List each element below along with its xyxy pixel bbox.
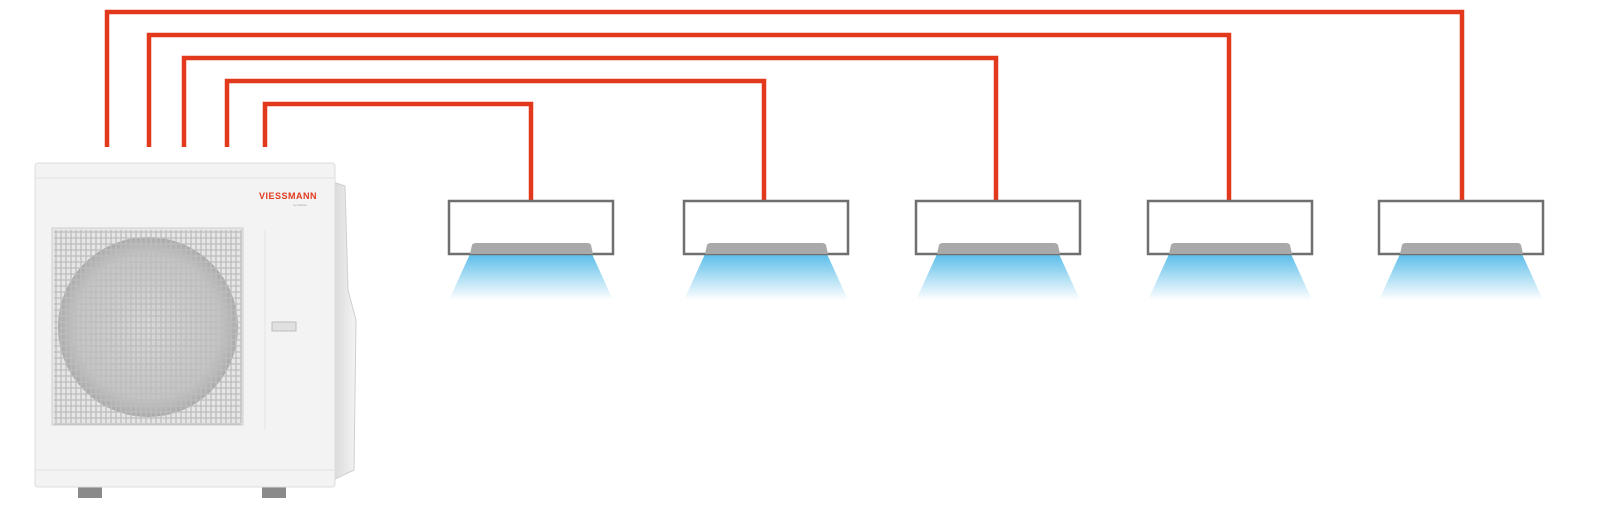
svg-text:by Carrier: by Carrier — [293, 203, 306, 207]
indoor-unit-5 — [1377, 199, 1545, 300]
brand-logo: VIESSMANN by Carrier — [259, 191, 317, 207]
outdoor-unit: VIESSMANN by Carrier — [34, 162, 357, 498]
refrigerant-pipes — [104, 9, 1465, 201]
pipe-5 — [262, 101, 534, 201]
air-vent — [1400, 243, 1523, 254]
indoor-unit-2 — [682, 199, 850, 300]
pipe-4 — [224, 78, 767, 201]
air-vent — [1169, 243, 1292, 254]
airflow — [1148, 254, 1312, 300]
side-panel — [332, 181, 357, 481]
svg-text:VIESSMANN: VIESSMANN — [259, 191, 317, 201]
fan-grille — [54, 230, 242, 425]
airflow — [1379, 254, 1543, 300]
indoor-unit-1 — [447, 199, 615, 300]
pipe-3 — [181, 55, 999, 201]
airflow — [916, 254, 1080, 300]
indoor-units — [447, 199, 1545, 300]
airflow — [449, 254, 613, 300]
air-vent — [937, 243, 1060, 254]
pipe-2 — [146, 32, 1232, 201]
air-vent — [470, 243, 593, 254]
airflow — [684, 254, 848, 300]
fan-icon — [58, 237, 238, 417]
air-vent — [705, 243, 828, 254]
indoor-unit-4 — [1146, 199, 1314, 300]
indoor-unit-3 — [914, 199, 1082, 300]
pipe-1 — [104, 9, 1465, 201]
service-handle — [271, 321, 297, 332]
